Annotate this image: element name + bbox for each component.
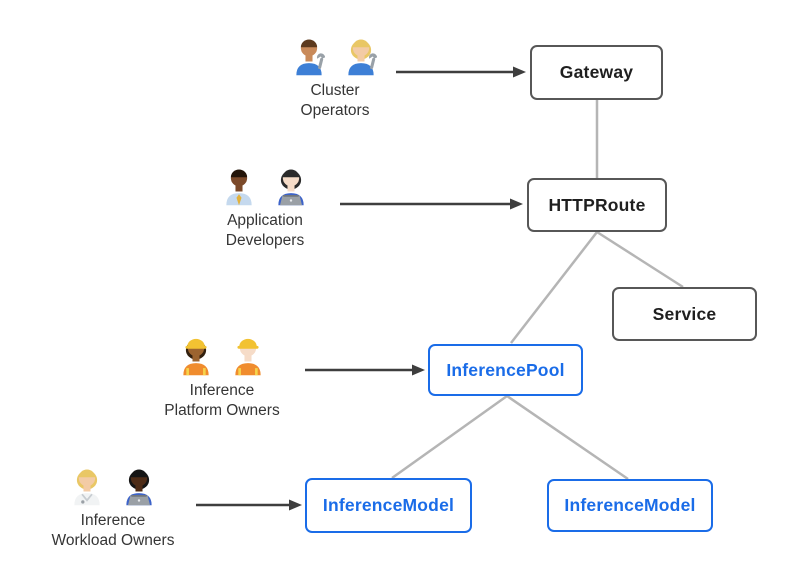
httproute-label: HTTPRoute (548, 194, 646, 215)
woman-construction-worker-dark-skin-emoji (174, 334, 218, 378)
inferencepool-node: InferencePool (428, 344, 583, 396)
inference-workload-owners-emojis (65, 464, 161, 508)
gateway-node: Gateway (530, 45, 663, 100)
inferencemodel-left-label: InferenceModel (322, 495, 455, 515)
edge-inferencepool-inferencemodel-right (506, 394, 629, 481)
inference-platform-owners-label: Inference Platform Owners (164, 382, 280, 419)
edge-httproute-service (596, 230, 684, 289)
gateway-label: Gateway (559, 62, 634, 82)
man-mechanic-medium-skin-emoji (287, 34, 331, 78)
cluster-operators-label: Cluster Operators (300, 82, 370, 119)
man-construction-worker-light-skin-emoji (226, 334, 270, 378)
service-label: Service (652, 303, 717, 324)
inferencemodel-right-label: InferenceModel (564, 495, 696, 515)
woman-mechanic-blonde-emoji (339, 34, 383, 78)
inference-platform-owners-group: Inference Platform Owners (127, 334, 317, 421)
edge-inferencepool-inferencemodel-left (391, 394, 508, 480)
health-worker-blonde-emoji (65, 464, 109, 508)
inferencepool-label: InferencePool (446, 359, 565, 380)
man-office-worker-dark-skin-emoji (217, 164, 261, 208)
cluster-operators-emojis (287, 34, 383, 78)
cluster-operators-group: Cluster Operators (240, 34, 430, 121)
edge-httproute-inferencepool (510, 231, 598, 344)
service-node: Service (612, 287, 757, 341)
inference-workload-owners-group: Inference Workload Owners (18, 464, 208, 551)
inference-platform-owners-emojis (174, 334, 270, 378)
application-developers-emojis (217, 164, 313, 208)
application-developers-group: Application Developers (170, 164, 360, 251)
inferencemodel-left-node: InferenceModel (305, 478, 472, 533)
inference-workload-owners-label: Inference Workload Owners (51, 512, 175, 549)
application-developers-label: Application Developers (225, 212, 305, 249)
httproute-node: HTTPRoute (527, 178, 667, 232)
person-technologist-dark-skin-emoji (117, 464, 161, 508)
woman-technologist-light-skin-emoji (269, 164, 313, 208)
inferencemodel-right-node: InferenceModel (547, 479, 713, 532)
